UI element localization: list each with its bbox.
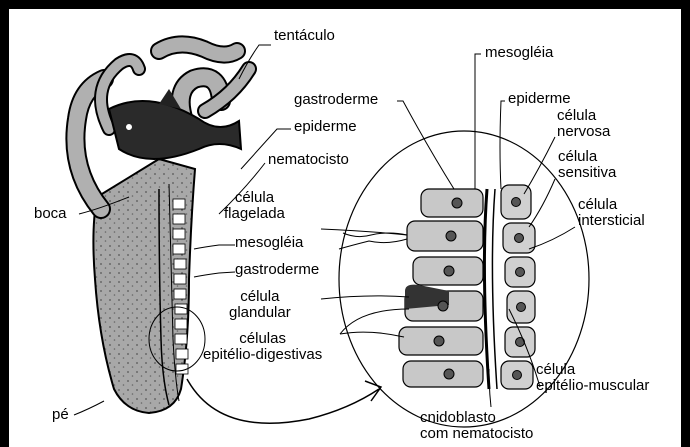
label-gastroderme-left: gastroderme (235, 262, 319, 278)
label-epiderme-left: epiderme (294, 119, 357, 135)
label-pe: pé (52, 407, 69, 423)
zoom-arrow (187, 379, 379, 423)
label-celula-nervosa: célula nervosa (557, 108, 610, 140)
hydra-body (93, 159, 205, 413)
label-celula-epitelio-muscular: célula epitélio-muscular (536, 362, 649, 394)
label-celula-flagelada: célula flagelada (224, 190, 285, 222)
label-celula-intersticial: célula intersticial (578, 197, 645, 229)
label-boca: boca (34, 206, 67, 222)
label-nematocisto: nematocisto (268, 152, 349, 168)
label-celula-glandular: célula glandular (229, 289, 291, 321)
diagram-panel: tentáculo epiderme nematocisto boca meso… (9, 9, 681, 447)
label-gastroderme-top: gastroderme (294, 92, 378, 108)
label-cnidoblasto: cnidoblasto com nematocisto (420, 410, 533, 442)
label-mesogleia-left: mesogléia (235, 235, 303, 251)
label-epiderme-right: epiderme (508, 91, 571, 107)
label-celulas-epitelio-digestivas: células epitélio-digestivas (203, 331, 322, 363)
label-celula-sensitiva: célula sensitiva (558, 149, 616, 181)
label-mesogleia-top: mesogléia (485, 45, 553, 61)
label-tentaculo: tentáculo (274, 28, 335, 44)
